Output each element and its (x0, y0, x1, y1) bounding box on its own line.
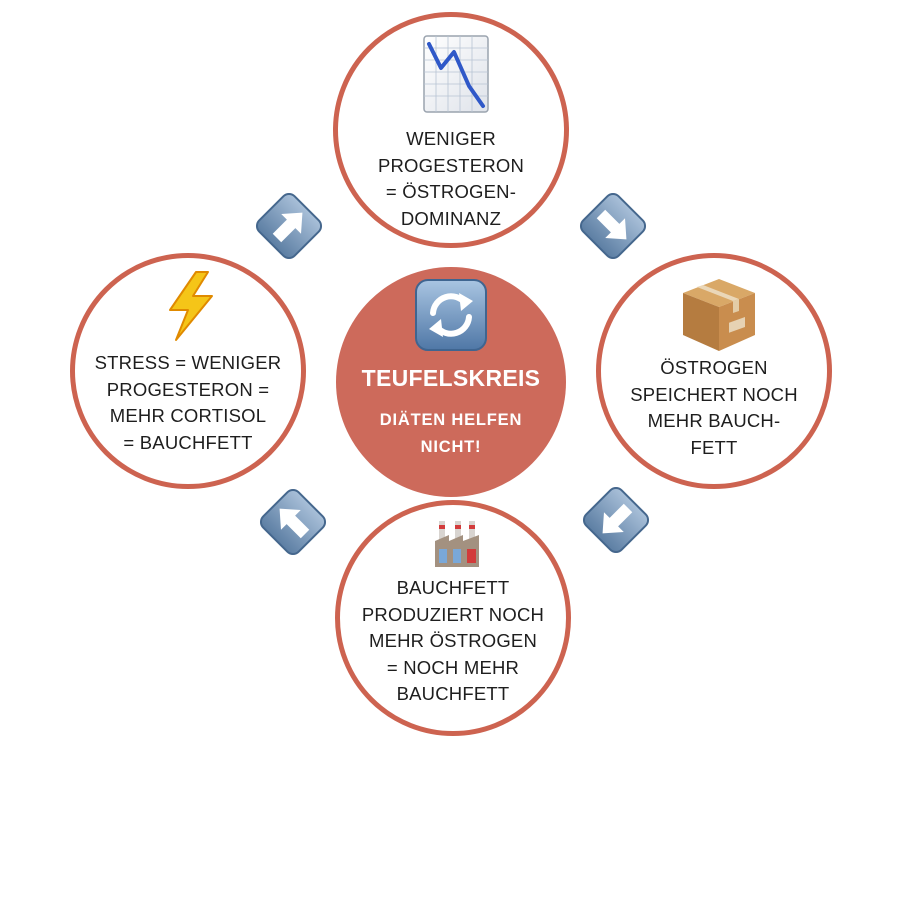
text-line: WENIGER (406, 128, 496, 149)
subtitle-line: NICHT! (420, 438, 482, 456)
text-line: FETT (690, 436, 738, 458)
node-text-right: ÖSTROGEN SPEICHERT NOCH MEHR BAUCH- FETT (601, 355, 827, 461)
center-subtitle: DIÄTEN HELFEN NICHT! (336, 407, 566, 461)
text-line: BAUCHFETT (396, 577, 510, 598)
arrow-up-right-icon (255, 192, 323, 260)
chart-decreasing-icon (423, 35, 489, 113)
arrow-up-left-icon (259, 488, 327, 556)
text-line: = ÖSTROGEN- (385, 181, 517, 202)
arrow-down-left-icon (582, 486, 650, 554)
text-line: = NOCH MEHR (386, 656, 520, 678)
text-line: BAUCHFETT (396, 683, 510, 704)
text-line: MEHR CORTISOL (109, 405, 267, 426)
text-line: MEHR BAUCH- (647, 410, 781, 431)
cycle-node-left: STRESS = WENIGER PROGESTERON = MEHR CORT… (70, 253, 306, 489)
cycle-node-top: WENIGER PROGESTERON = ÖSTROGEN- DOMINANZ (333, 12, 569, 248)
node-text-left: STRESS = WENIGER PROGESTERON = MEHR CORT… (75, 350, 301, 456)
center-circle: TEUFELSKREIS DIÄTEN HELFEN NICHT! (336, 267, 566, 497)
package-icon (683, 279, 755, 351)
lightning-icon (169, 271, 213, 341)
cycle-node-right: ÖSTROGEN SPEICHERT NOCH MEHR BAUCH- FETT (596, 253, 832, 489)
text-line: DOMINANZ (400, 207, 502, 229)
subtitle-line: DIÄTEN HELFEN (379, 411, 523, 429)
text-line: PRODUZIERT NOCH (361, 603, 545, 625)
text-line: MEHR ÖSTROGEN (368, 630, 538, 651)
text-line: ÖSTROGEN (660, 357, 768, 378)
arrow-down-right-icon (579, 192, 647, 260)
text-line: SPEICHERT NOCH (630, 383, 798, 405)
center-title: TEUFELSKREIS (361, 365, 541, 391)
cycle-arrows-icon (415, 279, 487, 351)
node-text-top: WENIGER PROGESTERON = ÖSTROGEN- DOMINANZ (338, 126, 564, 232)
text-line: STRESS = WENIGER (94, 352, 282, 373)
text-line: = BAUCHFETT (123, 431, 253, 453)
text-line: PROGESTERON = (106, 378, 270, 400)
text-line: PROGESTERON (377, 154, 525, 176)
factory-icon (435, 521, 479, 567)
node-text-bottom: BAUCHFETT PRODUZIERT NOCH MEHR ÖSTROGEN … (340, 575, 566, 708)
cycle-node-bottom: BAUCHFETT PRODUZIERT NOCH MEHR ÖSTROGEN … (335, 500, 571, 736)
